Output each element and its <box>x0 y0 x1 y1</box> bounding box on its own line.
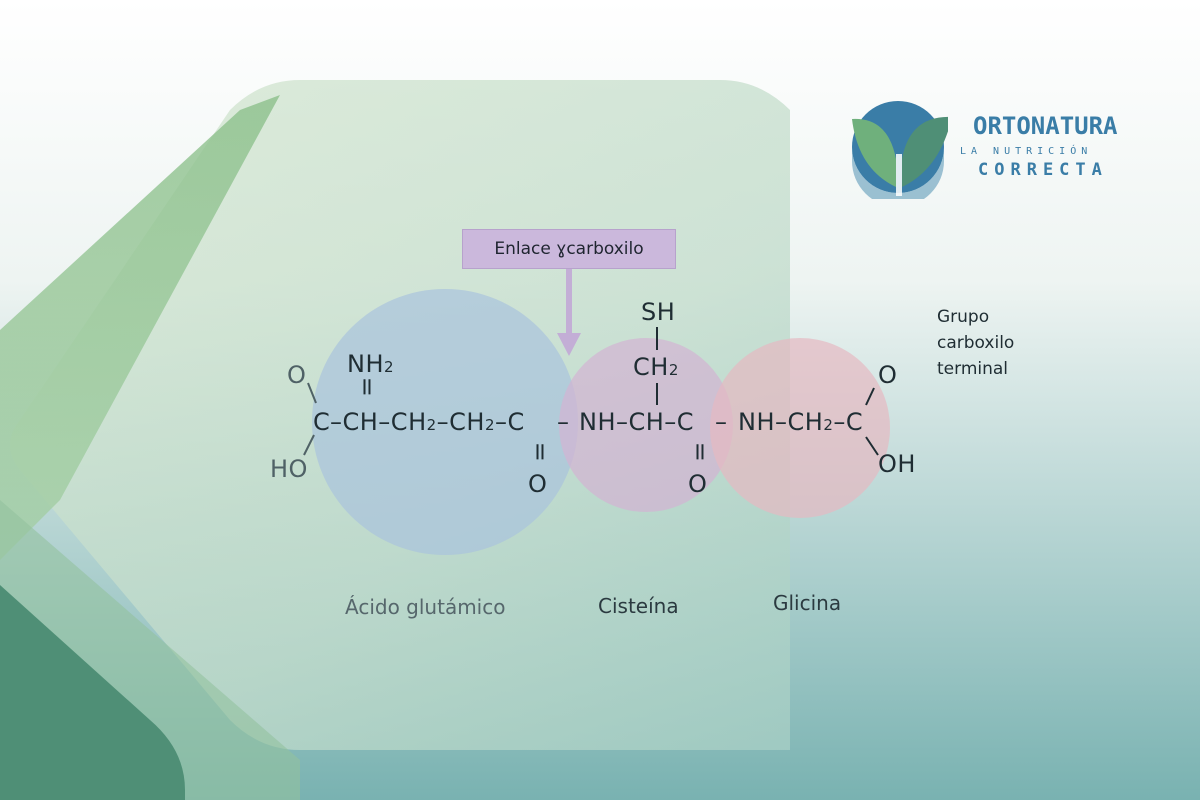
atom-o-top-left: O <box>287 361 307 389</box>
glycine-circle <box>710 338 890 518</box>
ch-text: CH <box>633 353 669 381</box>
cys-chain: NH–CH–C <box>579 408 695 436</box>
brand-tagline-bottom: CORRECTA <box>978 160 1108 180</box>
background-green-band <box>0 95 280 560</box>
brand-logo <box>848 99 952 207</box>
gly-chain-1: NH–CH <box>738 408 824 436</box>
cysteine-circle <box>559 338 733 512</box>
glu-chain-2: –CH <box>436 408 485 436</box>
glu-sub-1: 2 <box>426 416 437 434</box>
glu-sub-2: 2 <box>484 416 496 434</box>
callout-arrow-head <box>557 333 581 356</box>
glu-chain: –CH–CH2–CH2–C <box>330 408 525 436</box>
atom-o-glu: O <box>528 470 548 498</box>
peptide-bond-2: – <box>715 408 728 436</box>
background-dark-corner <box>0 585 185 800</box>
glu-chain-3: –C <box>495 408 525 436</box>
label-cysteine: Cisteína <box>598 594 679 618</box>
atom-o-cys: O <box>688 470 708 498</box>
glu-chain-1: –CH–CH <box>330 408 427 436</box>
gly-sub: 2 <box>823 416 834 434</box>
bond-gly-c-o <box>865 387 875 406</box>
atom-o-gly-top: O <box>878 361 898 389</box>
bond-ho-c <box>303 434 315 456</box>
gly-chain: NH–CH2–C <box>738 408 863 436</box>
bond-nh2-double: = <box>353 376 382 398</box>
brand-tagline-top: LA NUTRICIÓN <box>960 146 1093 157</box>
atom-c-left: C <box>313 408 331 436</box>
gly-chain-2: –C <box>833 408 864 436</box>
brand-name: ORTONATURA <box>973 112 1118 140</box>
group-nh2: NH2 <box>347 350 394 378</box>
nh-subscript: 2 <box>384 358 395 376</box>
bond-o-c-left <box>307 382 317 404</box>
label-glutamic-acid: Ácido glutámico <box>345 595 506 619</box>
group-oh-gly: OH <box>878 450 916 478</box>
group-ho-left: HO <box>270 455 308 483</box>
group-sh: SH <box>641 298 676 326</box>
ch-subscript: 2 <box>668 361 679 379</box>
bond-cys-o-double: = <box>686 441 715 463</box>
leaf-icon <box>852 101 952 207</box>
nh-text: NH <box>347 350 384 378</box>
label-glycine: Glicina <box>773 591 842 615</box>
terminal-carboxyl-note: Grupo carboxilo terminal <box>937 307 1015 379</box>
group-ch2: CH2 <box>633 353 679 381</box>
peptide-bond-1: – <box>557 408 570 436</box>
glutamic-circle <box>312 289 578 555</box>
bond-glu-o-double: = <box>526 441 555 463</box>
gamma-carboxyl-callout: Enlace ɣcarboxilo <box>462 229 676 269</box>
bond-gly-c-oh <box>865 436 879 456</box>
